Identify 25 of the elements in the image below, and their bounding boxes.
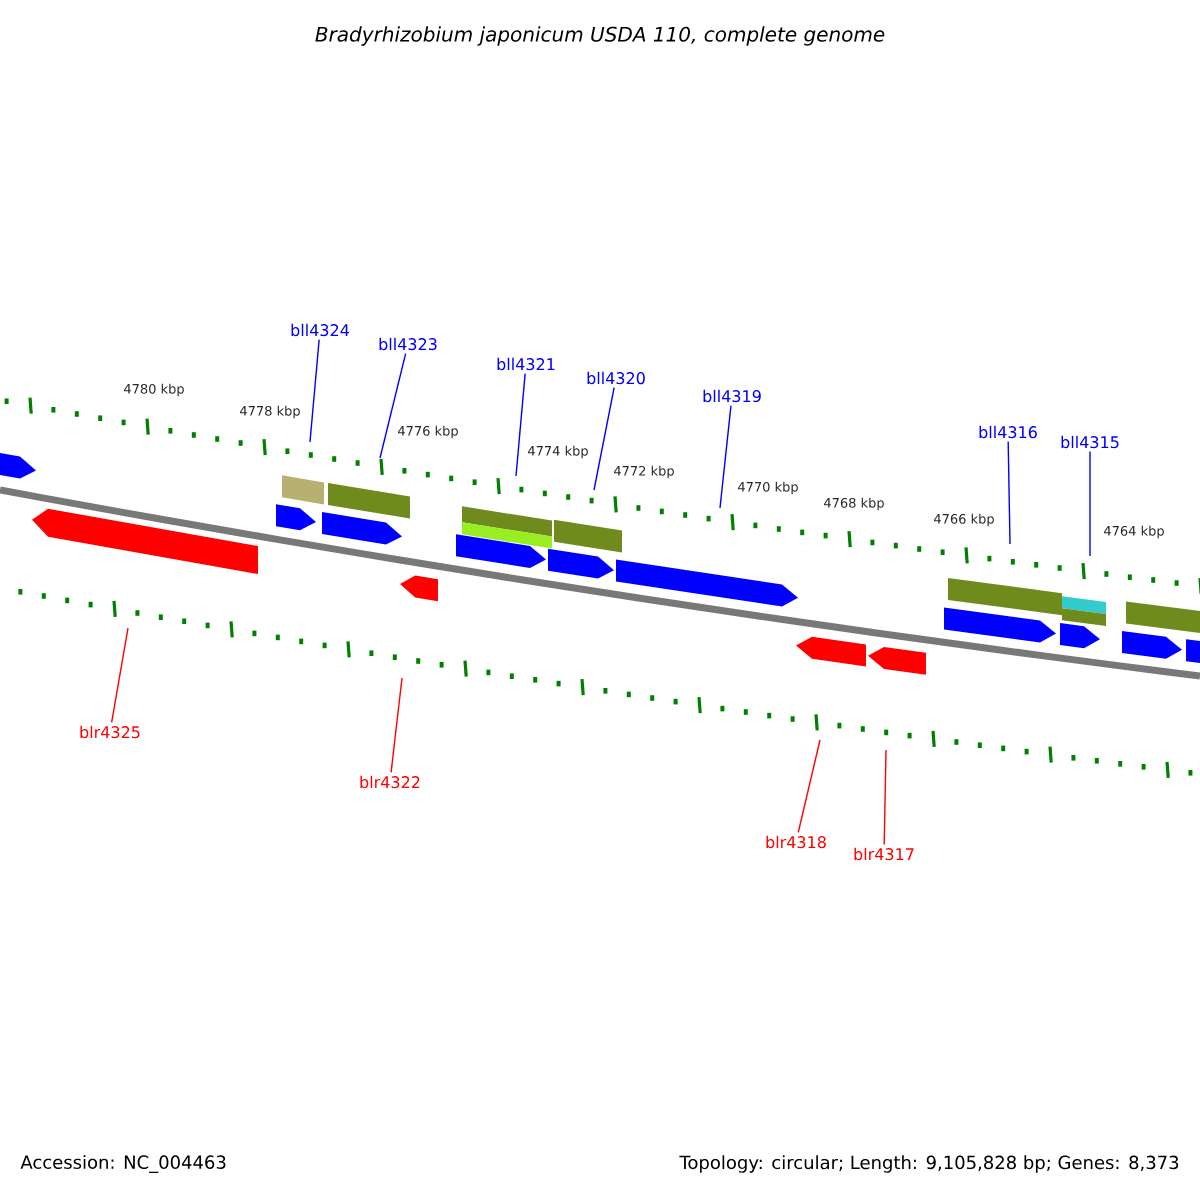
gene-label: blr4325: [80, 725, 140, 739]
gene-label: blr4322: [360, 775, 420, 789]
gene-label: bll4319: [703, 389, 761, 403]
gene-label: bll4315: [1061, 435, 1119, 449]
footer-text: Topology: circular; Length: 9,105,828 bp; Genes: 8,373: [679, 1155, 1179, 1173]
leader-line: [379, 352, 407, 459]
gene-label: bll4316: [979, 425, 1037, 439]
gene-label: bll4324: [291, 323, 349, 337]
gene-label: blr4318: [766, 835, 826, 849]
leader-line: [309, 338, 320, 443]
leader-line: [593, 386, 615, 491]
gene-label: blr4317: [854, 847, 914, 861]
leader-line: [1007, 440, 1011, 545]
leader-line: [797, 739, 821, 834]
gene-label: bll4321: [497, 357, 555, 371]
leader-line: [1089, 450, 1091, 557]
title: Bradyrhizobium japonicum USDA 110, complete genome: [315, 26, 885, 46]
leader-line: [883, 749, 887, 846]
leader-line: [110, 627, 129, 724]
gene-label: bll4320: [587, 371, 645, 385]
leader-line: [719, 404, 732, 509]
gene-label: bll4323: [379, 337, 437, 351]
footer-text: Accession: NC_004463: [20, 1155, 226, 1173]
leader-line: [390, 677, 403, 774]
leader-line: [515, 372, 526, 477]
